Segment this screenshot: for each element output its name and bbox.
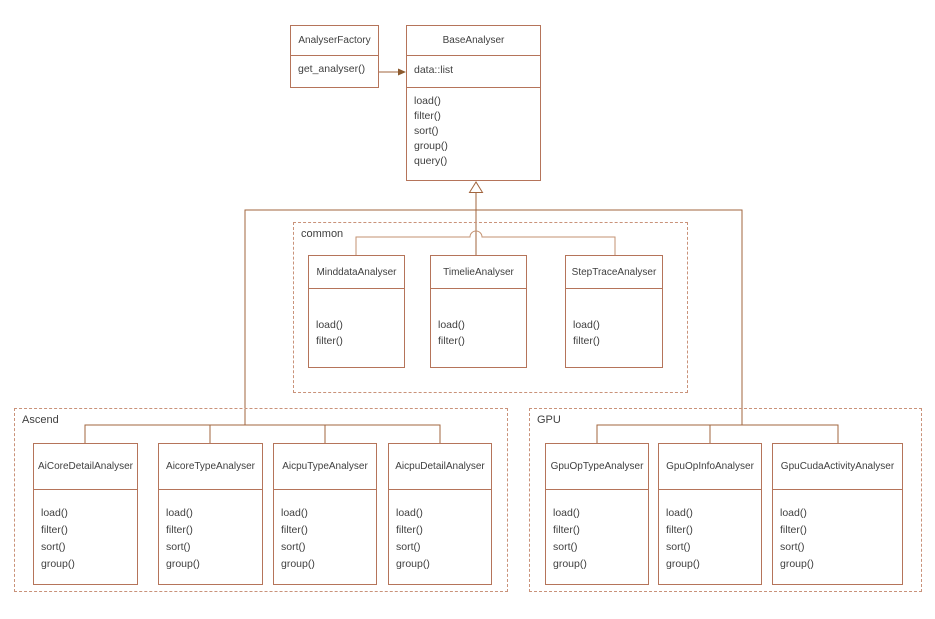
common-branch-line — [355, 230, 616, 255]
member-label: load() — [316, 319, 343, 331]
class-steptraceanalyser[interactable]: StepTraceAnalyser load() filter() — [565, 255, 663, 368]
member-label: sort() — [396, 541, 421, 553]
class-timelieanalyser[interactable]: TimelieAnalyser load() filter() — [430, 255, 527, 368]
methods-compartment: load() filter() sort() group() — [274, 489, 376, 584]
group-ascend[interactable]: Ascend — [14, 408, 508, 592]
member-label: filter() — [438, 335, 465, 347]
methods-compartment: load() filter() — [309, 288, 404, 367]
class-gpuopinfoanalyser[interactable]: GpuOpInfoAnalyser load() filter() sort() gr… — [658, 443, 762, 585]
class-gpucudaactivityanalyser[interactable]: GpuCudaActivityAnalyser load() filter() so… — [772, 443, 903, 585]
methods-compartment: load() filter() — [431, 288, 526, 367]
class-title: AicpuTypeAnalyser — [282, 461, 368, 472]
member-label: sort() — [553, 541, 578, 553]
class-title: AiCoreDetailAnalyser — [37, 461, 134, 472]
member-label: sort() — [414, 125, 439, 137]
member-label: sort() — [780, 541, 805, 553]
class-title: TimelieAnalyser — [443, 266, 514, 278]
gpu-bus-line — [596, 424, 839, 443]
ascend-bus-line — [84, 424, 441, 443]
outer-bus-line — [244, 209, 743, 425]
member-label: filter() — [780, 524, 807, 536]
inheritance-triangle-icon — [468, 181, 484, 193]
class-analyserfactory[interactable]: AnalyserFactory get_analyser() — [290, 25, 379, 88]
group-common-label: common — [301, 228, 344, 240]
member-label: filter() — [166, 524, 193, 536]
group-common[interactable]: common — [293, 222, 688, 393]
class-aicpudetailanalyser[interactable]: AicpuDetailAnalyser load() filter() sort()… — [388, 443, 492, 585]
member-label: group() — [553, 558, 587, 570]
member-label: load() — [573, 319, 600, 331]
member-label: sort() — [666, 541, 691, 553]
member-label: load() — [438, 319, 465, 331]
methods-compartment: load() filter() sort() group() query() — [407, 87, 540, 180]
class-title: GpuOpInfoAnalyser — [666, 461, 754, 472]
member-label: load() — [666, 507, 693, 519]
class-gpuoptypeanalyser[interactable]: GpuOpTypeAnalyser load() filter() sort() gr… — [545, 443, 649, 585]
member-label: load() — [396, 507, 423, 519]
class-baseanalyser[interactable]: BaseAnalyser data::list load()filter()so… — [406, 25, 541, 181]
class-minddataanalyser[interactable]: MinddataAnalyser load() filter() — [308, 255, 405, 368]
class-title: AnalyserFactory — [298, 35, 371, 46]
member-label: group() — [666, 558, 700, 570]
member-label: load() — [41, 507, 68, 519]
class-aicoretypeanalyser[interactable]: AicoreTypeAnalyser load() filter() sort() g… — [158, 443, 263, 585]
member-label: get_analyser() — [298, 63, 366, 75]
methods-compartment: load() filter() sort() group() — [34, 489, 137, 584]
member-label: filter() — [414, 110, 441, 122]
member-label: group() — [281, 558, 315, 570]
class-title: AicpuDetailAnalyser — [395, 461, 485, 472]
member-label: filter() — [553, 524, 580, 536]
member-label: filter() — [573, 335, 600, 347]
member-label: group() — [166, 558, 200, 570]
member-label: filter() — [316, 335, 343, 347]
member-label: load() — [281, 507, 308, 519]
class-title: GpuOpTypeAnalyser — [550, 461, 644, 472]
methods-compartment: load() filter() sort() group() — [389, 489, 491, 584]
class-title: GpuCudaActivityAnalyser — [780, 461, 895, 472]
class-aicoredetailanalyser[interactable]: AiCoreDetailAnalyser load() filter() sort(… — [33, 443, 138, 585]
class-title: StepTraceAnalyser — [571, 266, 657, 278]
member-label: sort() — [281, 541, 306, 553]
member-label: sort() — [41, 541, 66, 553]
member-label: filter() — [396, 524, 423, 536]
class-title: BaseAnalyser — [442, 35, 505, 46]
group-gpu-label: GPU — [537, 414, 561, 426]
methods-compartment: load() filter() sort() group() — [659, 489, 761, 584]
member-label: load() — [553, 507, 580, 519]
methods-compartment: load() filter() sort() group() — [773, 489, 902, 584]
methods-compartment: get_analyser() — [291, 55, 378, 87]
methods-compartment: load() filter() sort() group() — [546, 489, 648, 584]
member-label: query() — [414, 155, 448, 167]
member-label: group() — [41, 558, 75, 570]
group-ascend-label: Ascend — [22, 414, 59, 426]
methods-compartment: load() filter() — [566, 288, 662, 367]
member-label: group() — [396, 558, 430, 570]
member-label: group() — [780, 558, 814, 570]
member-label: load() — [780, 507, 807, 519]
group-gpu[interactable]: GPU — [529, 408, 922, 592]
arrowhead-icon — [398, 68, 406, 76]
member-label: load() — [166, 507, 193, 519]
member-label: load() — [414, 95, 441, 107]
member-label: group() — [414, 140, 448, 152]
class-aicputypeanalyser[interactable]: AicpuTypeAnalyser load() filter() sort() gr… — [273, 443, 377, 585]
class-title: MinddataAnalyser — [316, 266, 397, 278]
attributes-compartment: data::list — [407, 55, 540, 87]
class-title: AicoreTypeAnalyser — [166, 461, 255, 472]
methods-compartment: load() filter() sort() group() — [159, 489, 262, 584]
member-label: filter() — [41, 524, 68, 536]
member-label: filter() — [666, 524, 693, 536]
member-label: sort() — [166, 541, 191, 553]
member-label: filter() — [281, 524, 308, 536]
member-label: data::list — [414, 64, 454, 76]
